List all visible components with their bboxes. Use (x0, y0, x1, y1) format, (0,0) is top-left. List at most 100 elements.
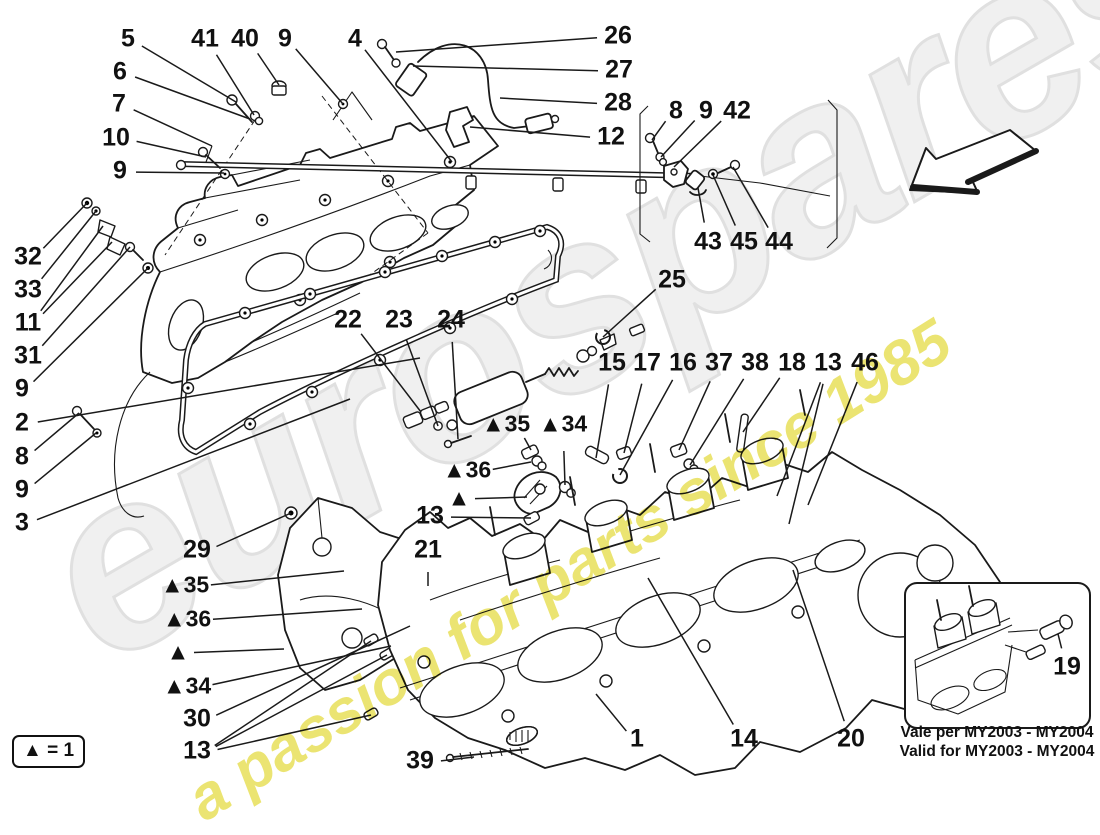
leader-line (602, 288, 657, 338)
leader-line (450, 516, 532, 519)
leader-line (732, 166, 769, 229)
leader-line (469, 126, 591, 138)
callout-44: 44 (765, 227, 793, 256)
leader-line (660, 119, 696, 158)
leader-line (405, 339, 439, 427)
leader-line (295, 48, 344, 105)
leader-line (215, 654, 388, 748)
callout-tri36: ▲36 (162, 605, 212, 632)
leader-line (651, 120, 667, 141)
callout-8: 8 (669, 96, 683, 125)
leader-line (451, 341, 459, 440)
leader-line (523, 437, 532, 451)
leader-line (499, 97, 598, 105)
leader-line (32, 267, 149, 383)
callout-9: 9 (15, 374, 29, 403)
callout-28: 28 (604, 88, 632, 117)
leader-line (40, 225, 104, 312)
leader-line (623, 383, 643, 454)
callout-9: 9 (113, 156, 127, 185)
leader-line (673, 120, 722, 168)
leader-lines (32, 37, 1063, 762)
inset-caption-italian: Vale per MY2003 - MY2004 (900, 724, 1094, 741)
callout-tri: ▲ (166, 638, 190, 665)
callout-tri35: ▲35 (481, 410, 531, 437)
callout-15: 15 (598, 348, 626, 377)
leader-line (214, 640, 372, 747)
callout-22: 22 (334, 305, 362, 334)
callout-30: 30 (183, 704, 211, 733)
leader-line (134, 76, 251, 120)
leader-line (133, 109, 213, 147)
technical-drawing (71, 38, 1091, 776)
callout-9: 9 (699, 96, 713, 125)
callout-23: 23 (385, 305, 413, 334)
leader-line (563, 450, 566, 486)
callout-tri34: ▲34 (162, 672, 212, 699)
leader-line (440, 756, 475, 762)
leader-line (135, 171, 225, 174)
leader-line (595, 384, 610, 459)
cam-cap-hardware (420, 444, 576, 596)
callout-3: 3 (15, 508, 29, 537)
leader-line (34, 432, 97, 485)
callout-11: 11 (14, 308, 42, 337)
breather-pipe (175, 145, 831, 197)
leader-line (212, 608, 363, 620)
leader-line (257, 52, 280, 86)
elbow-fitting (445, 106, 474, 148)
callout-6: 6 (113, 57, 127, 86)
callout-33: 33 (14, 275, 42, 304)
leader-line (215, 625, 411, 716)
callout-14: 14 (730, 724, 758, 753)
callout-1: 1 (630, 724, 644, 753)
cam-sensor-assembly (332, 38, 560, 148)
leader-line (678, 380, 711, 451)
inset-box (904, 582, 1091, 729)
callout-4: 4 (348, 24, 362, 53)
leader-line (34, 412, 80, 452)
callout-20: 20 (837, 724, 865, 753)
leader-line (360, 333, 422, 413)
cover-gasket (177, 223, 565, 456)
leader-line (41, 246, 131, 347)
leader-line (689, 378, 745, 466)
leader-line (136, 140, 207, 158)
callout-7: 7 (112, 89, 126, 118)
leader-line (697, 187, 705, 223)
callout-46: 46 (851, 348, 879, 377)
callout-8: 8 (15, 442, 29, 471)
variator-solenoid (402, 323, 646, 449)
callout-40: 40 (231, 24, 259, 53)
callout-13: 13 (416, 501, 444, 530)
leader-line (1057, 633, 1063, 649)
leader-line (776, 382, 822, 497)
leader-line (619, 379, 674, 476)
callout-18: 18 (778, 348, 806, 377)
leader-line (395, 37, 598, 53)
leader-line (712, 174, 736, 226)
callout-42: 42 (723, 96, 751, 125)
leader-line (41, 210, 97, 280)
callout-tri: ▲ (447, 484, 471, 511)
leader-line (42, 202, 88, 249)
callout-29: 29 (183, 535, 211, 564)
intake-ports (502, 437, 789, 586)
leader-line (742, 377, 781, 433)
inset-caption-english: Valid for MY2003 - MY2004 (899, 743, 1095, 760)
legend-text: ▲ = 1 (23, 740, 75, 761)
callout-31: 31 (14, 341, 42, 370)
sensor-bracket-cluster (639, 99, 838, 249)
gasket-bolt-holes (181, 224, 553, 431)
leader-line (36, 398, 351, 521)
legend-box: ▲ = 1 (12, 735, 86, 768)
callout-9: 9 (15, 475, 29, 504)
callout-2: 2 (15, 408, 29, 437)
callout-tri35: ▲35 (160, 571, 210, 598)
callout-25: 25 (658, 265, 686, 294)
direction-arrow-icon (909, 129, 1039, 195)
leader-line (42, 241, 113, 315)
callout-21: 21 (414, 535, 442, 564)
callout-32: 32 (14, 242, 42, 271)
